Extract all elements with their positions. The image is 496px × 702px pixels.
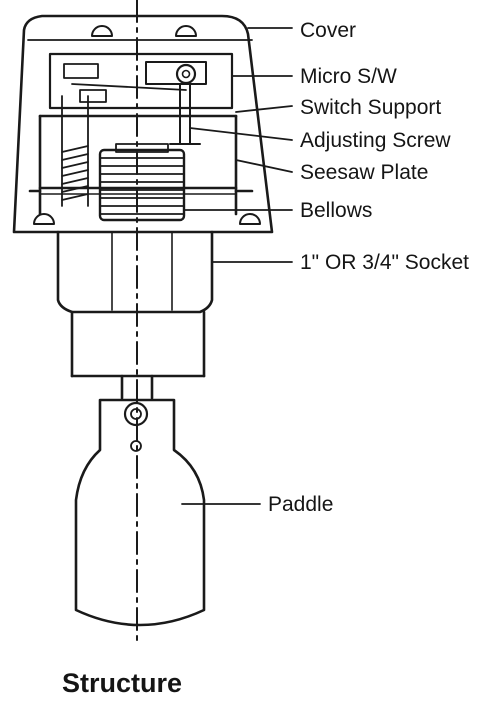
figure-caption: Structure (62, 668, 183, 698)
label-micro-switch: Micro S/W (300, 65, 397, 88)
label-socket: 1" OR 3/4" Socket (300, 251, 469, 274)
bellows (98, 143, 186, 222)
micro-switch (48, 52, 234, 110)
cover-outline (12, 14, 274, 234)
stem (120, 374, 154, 400)
paddle (74, 398, 206, 627)
spring (61, 95, 89, 207)
cover-screws (33, 25, 261, 225)
adjusting-screw (169, 83, 201, 145)
label-cover: Cover (300, 19, 357, 42)
label-bellows: Bellows (300, 199, 373, 222)
socket (56, 230, 214, 378)
label-paddle: Paddle (268, 493, 334, 516)
label-adjusting-screw: Adjusting Screw (300, 129, 451, 152)
leader-lines (181, 27, 293, 505)
label-seesaw-plate: Seesaw Plate (300, 161, 429, 184)
label-switch-support: Switch Support (300, 96, 442, 119)
